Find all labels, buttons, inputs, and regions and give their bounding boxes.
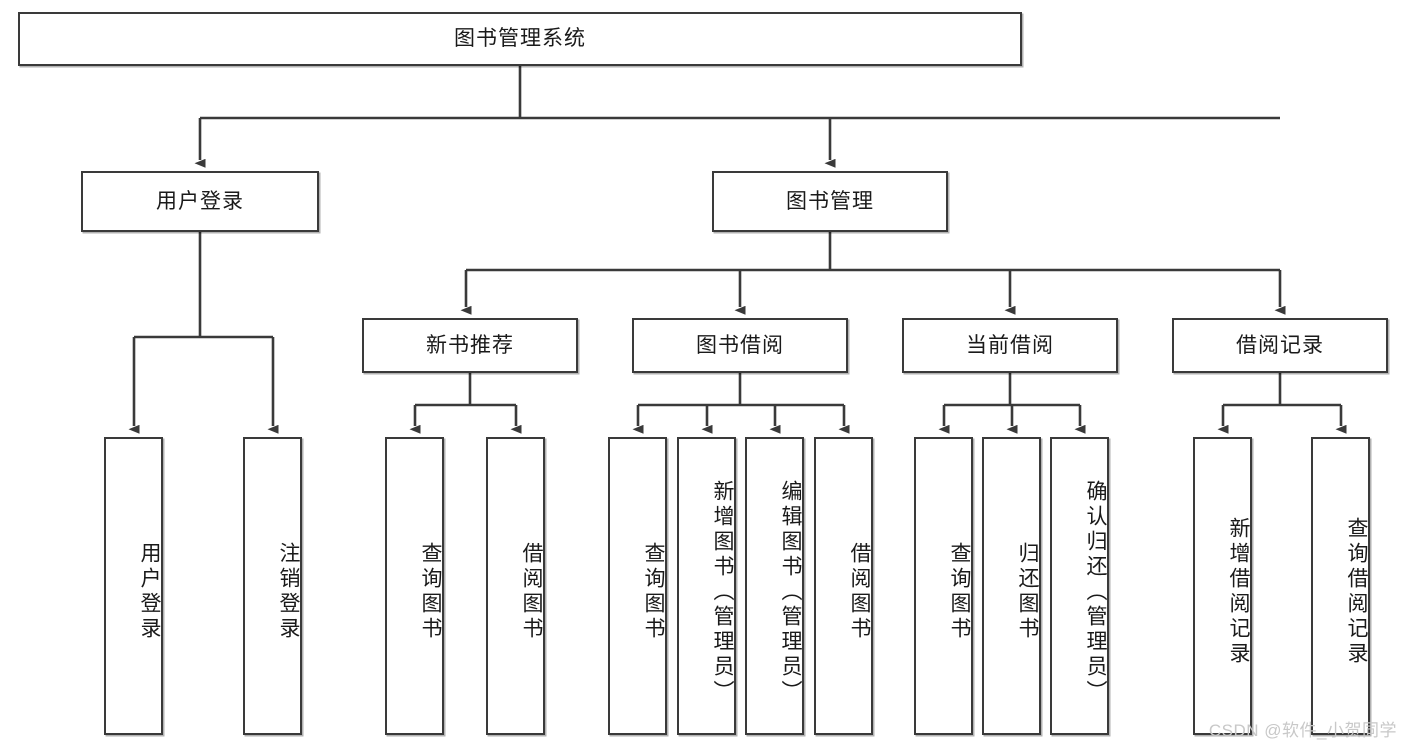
leaf-record-add-label: 新增借阅记录 [1227, 517, 1250, 667]
leaf-record-add[interactable]: 新增借阅记录 [1193, 437, 1252, 735]
node-borrow-record[interactable]: 借阅记录 [1172, 318, 1388, 373]
node-current-borrow-label: 当前借阅 [966, 333, 1054, 357]
node-borrow-record-label: 借阅记录 [1236, 333, 1324, 357]
leaf-borrow-add-book[interactable]: 新增图书（管理员） [677, 437, 736, 735]
node-current-borrow[interactable]: 当前借阅 [902, 318, 1118, 373]
leaf-newbook-borrow-book-label: 借阅图书 [520, 542, 543, 642]
leaf-current-query-book[interactable]: 查询图书 [914, 437, 973, 735]
leaf-user-login[interactable]: 用户登录 [104, 437, 163, 735]
leaf-borrow-query-book-label: 查询图书 [642, 542, 665, 642]
leaf-current-confirm-return-label: 确认归还（管理员） [1084, 479, 1107, 705]
leaf-borrow-lend-book-label: 借阅图书 [848, 542, 871, 642]
leaf-user-login-label: 用户登录 [138, 542, 161, 642]
node-book-management[interactable]: 图书管理 [712, 171, 948, 232]
node-new-book-recommend-label: 新书推荐 [426, 333, 514, 357]
node-book-management-label: 图书管理 [786, 189, 874, 213]
leaf-current-return-book-label: 归还图书 [1016, 542, 1039, 642]
watermark: CSDN @软件_小贺同学 [1208, 721, 1397, 740]
leaf-current-return-book[interactable]: 归还图书 [982, 437, 1041, 735]
node-root-label: 图书管理系统 [454, 27, 586, 51]
leaf-newbook-borrow-book[interactable]: 借阅图书 [486, 437, 545, 735]
leaf-record-query-label: 查询借阅记录 [1345, 517, 1368, 667]
node-user-login-label: 用户登录 [156, 189, 244, 213]
leaf-user-logout-label: 注销登录 [277, 542, 300, 642]
leaf-user-logout[interactable]: 注销登录 [243, 437, 302, 735]
node-book-borrow[interactable]: 图书借阅 [632, 318, 848, 373]
leaf-record-query[interactable]: 查询借阅记录 [1311, 437, 1370, 735]
leaf-borrow-edit-book[interactable]: 编辑图书（管理员） [745, 437, 804, 735]
node-new-book-recommend[interactable]: 新书推荐 [362, 318, 578, 373]
leaf-borrow-lend-book[interactable]: 借阅图书 [814, 437, 873, 735]
leaf-borrow-query-book[interactable]: 查询图书 [608, 437, 667, 735]
leaf-current-query-book-label: 查询图书 [948, 542, 971, 642]
node-book-borrow-label: 图书借阅 [696, 333, 784, 357]
leaf-current-confirm-return[interactable]: 确认归还（管理员） [1050, 437, 1109, 735]
leaf-borrow-add-book-label: 新增图书（管理员） [711, 479, 734, 705]
leaf-newbook-query-book[interactable]: 查询图书 [385, 437, 444, 735]
leaf-borrow-edit-book-label: 编辑图书（管理员） [779, 479, 802, 705]
node-root[interactable]: 图书管理系统 [18, 12, 1022, 66]
node-user-login[interactable]: 用户登录 [81, 171, 319, 232]
leaf-newbook-query-book-label: 查询图书 [419, 542, 442, 642]
